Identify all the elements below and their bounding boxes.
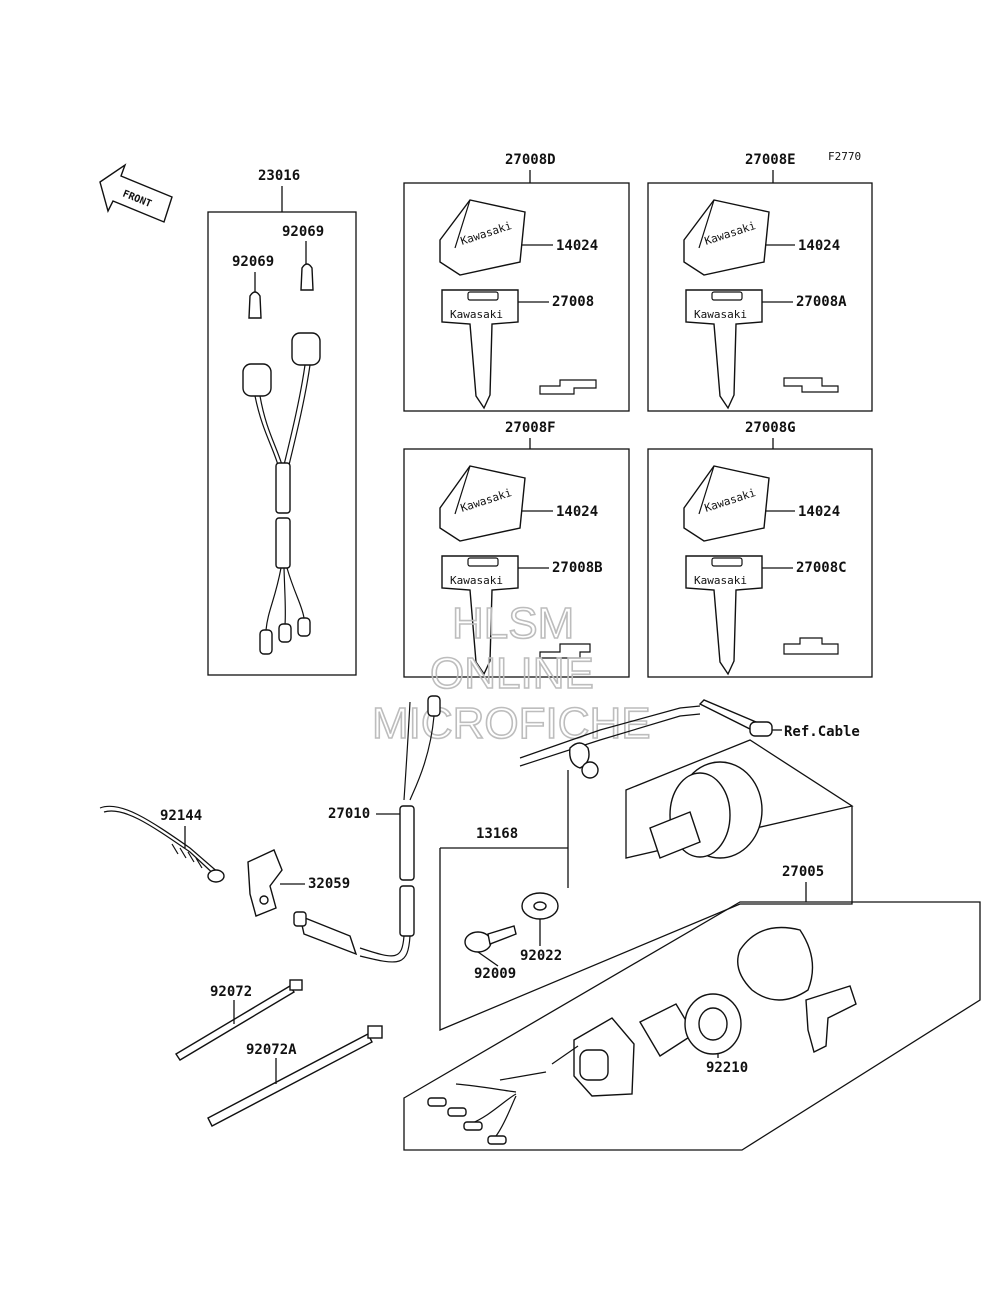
label-27005: 27005 <box>782 864 824 880</box>
svg-text:Kawasaki: Kawasaki <box>450 574 503 587</box>
screw-92009-icon <box>464 925 517 953</box>
label-14024-b: 14024 <box>798 238 840 254</box>
label-27008F: 27008F <box>505 420 556 436</box>
box-27005 <box>403 901 981 1151</box>
label-14024-c: 14024 <box>556 504 598 520</box>
label-92009: 92009 <box>474 966 516 982</box>
svg-text:HLSM: HLSM <box>452 599 574 648</box>
tie-92072A-icon <box>207 1025 383 1127</box>
label-23016: 23016 <box>258 168 300 184</box>
label-27008: 27008 <box>552 294 594 310</box>
figure-code: F2770 <box>828 150 861 163</box>
label-27008B: 27008B <box>552 560 603 576</box>
clamp-32059-icon <box>247 849 283 917</box>
label-92069-b: 92069 <box>232 254 274 270</box>
key-code-icon <box>539 643 591 659</box>
key-cap-14024-icon: Kawasaki <box>683 199 770 276</box>
bulb-92069-icon <box>248 263 314 319</box>
box-23016 <box>207 211 357 676</box>
front-arrow-icon: FRONT <box>99 163 173 223</box>
lead-27010-drawing <box>293 695 441 963</box>
key-code-icon <box>539 379 597 395</box>
svg-text:Kawasaki: Kawasaki <box>450 308 503 321</box>
rod-92144-icon <box>99 805 225 883</box>
ignition-switch-icon <box>427 926 857 1145</box>
label-27008G: 27008G <box>745 420 796 436</box>
tie-92072-icon <box>175 979 303 1061</box>
svg-text:ONLINE: ONLINE <box>430 649 594 698</box>
key-code-icon <box>783 637 839 655</box>
box-27008F <box>403 448 630 678</box>
watermark: HLSM ONLINE MICROFICHE <box>371 598 651 749</box>
svg-text:MICROFICHE: MICROFICHE <box>372 699 651 748</box>
label-14024-d: 14024 <box>798 504 840 520</box>
label-92210: 92210 <box>706 1060 748 1076</box>
harness-23016-drawing <box>242 332 321 655</box>
key-cap-14024-icon: Kawasaki <box>439 465 526 542</box>
box-27008G <box>647 448 873 678</box>
svg-text:Kawasaki: Kawasaki <box>694 574 747 587</box>
label-32059: 32059 <box>308 876 350 892</box>
label-92144: 92144 <box>160 808 202 824</box>
label-ref-cable: Ref.Cable <box>784 724 860 740</box>
box-27008D <box>403 182 630 412</box>
key-code-icon <box>783 377 839 393</box>
label-27008E: 27008E <box>745 152 796 168</box>
switch-assembly-outline <box>439 806 853 1031</box>
key-cap-14024-icon: Kawasaki <box>683 465 770 542</box>
cable-drawing <box>519 699 773 779</box>
label-27008C: 27008C <box>796 560 847 576</box>
key-blank-27008-icon: Kawasaki <box>441 289 519 410</box>
key-blank-27008B-icon: Kawasaki <box>441 555 519 676</box>
label-92069-a: 92069 <box>282 224 324 240</box>
label-92022: 92022 <box>520 948 562 964</box>
svg-text:Kawasaki: Kawasaki <box>694 308 747 321</box>
label-27008D: 27008D <box>505 152 556 168</box>
label-27010: 27010 <box>328 806 370 822</box>
label-92072: 92072 <box>210 984 252 1000</box>
key-cap-14024-icon: Kawasaki <box>439 199 526 276</box>
key-blank-27008A-icon: Kawasaki <box>685 289 763 410</box>
washer-92022-icon <box>521 892 559 920</box>
key-blank-27008C-icon: Kawasaki <box>685 555 763 676</box>
box-27008E <box>647 182 873 412</box>
label-92072A: 92072A <box>246 1042 297 1058</box>
label-14024-a: 14024 <box>556 238 598 254</box>
label-13168: 13168 <box>476 826 518 842</box>
switch-body-icon <box>649 761 763 859</box>
label-27008A: 27008A <box>796 294 847 310</box>
